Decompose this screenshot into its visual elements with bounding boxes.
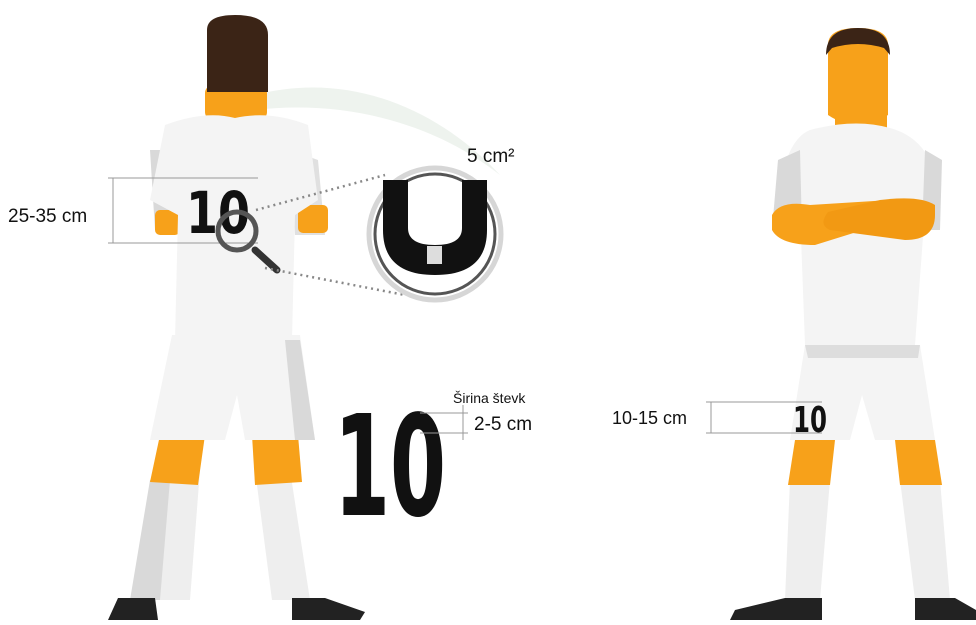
shorts-number-height-label: 10-15 cm	[612, 408, 687, 428]
zoom-detail-circle	[369, 168, 501, 300]
back-number-height-label: 25-35 cm	[8, 206, 87, 227]
front-shorts-number: 10	[793, 400, 827, 441]
stroke-width-title: Širina števk	[453, 390, 526, 406]
zoom-area-label: 5 cm²	[467, 146, 515, 167]
front-player-figure	[730, 28, 976, 620]
stroke-width-value: 2-5 cm	[474, 414, 532, 435]
big-number-sample: 10	[334, 386, 446, 549]
